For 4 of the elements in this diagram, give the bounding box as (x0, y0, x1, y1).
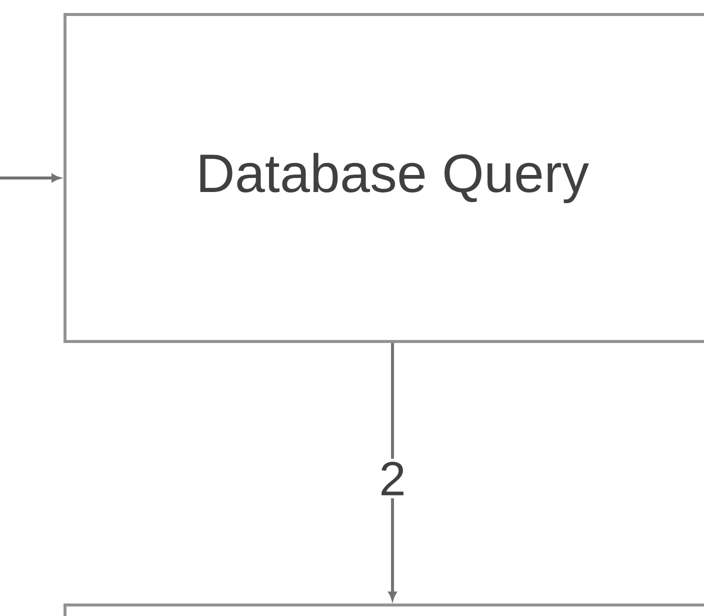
process-box: Database Query (64, 13, 704, 343)
arrow (0, 174, 60, 182)
edge-label: 2 (376, 458, 409, 498)
box (64, 604, 704, 616)
